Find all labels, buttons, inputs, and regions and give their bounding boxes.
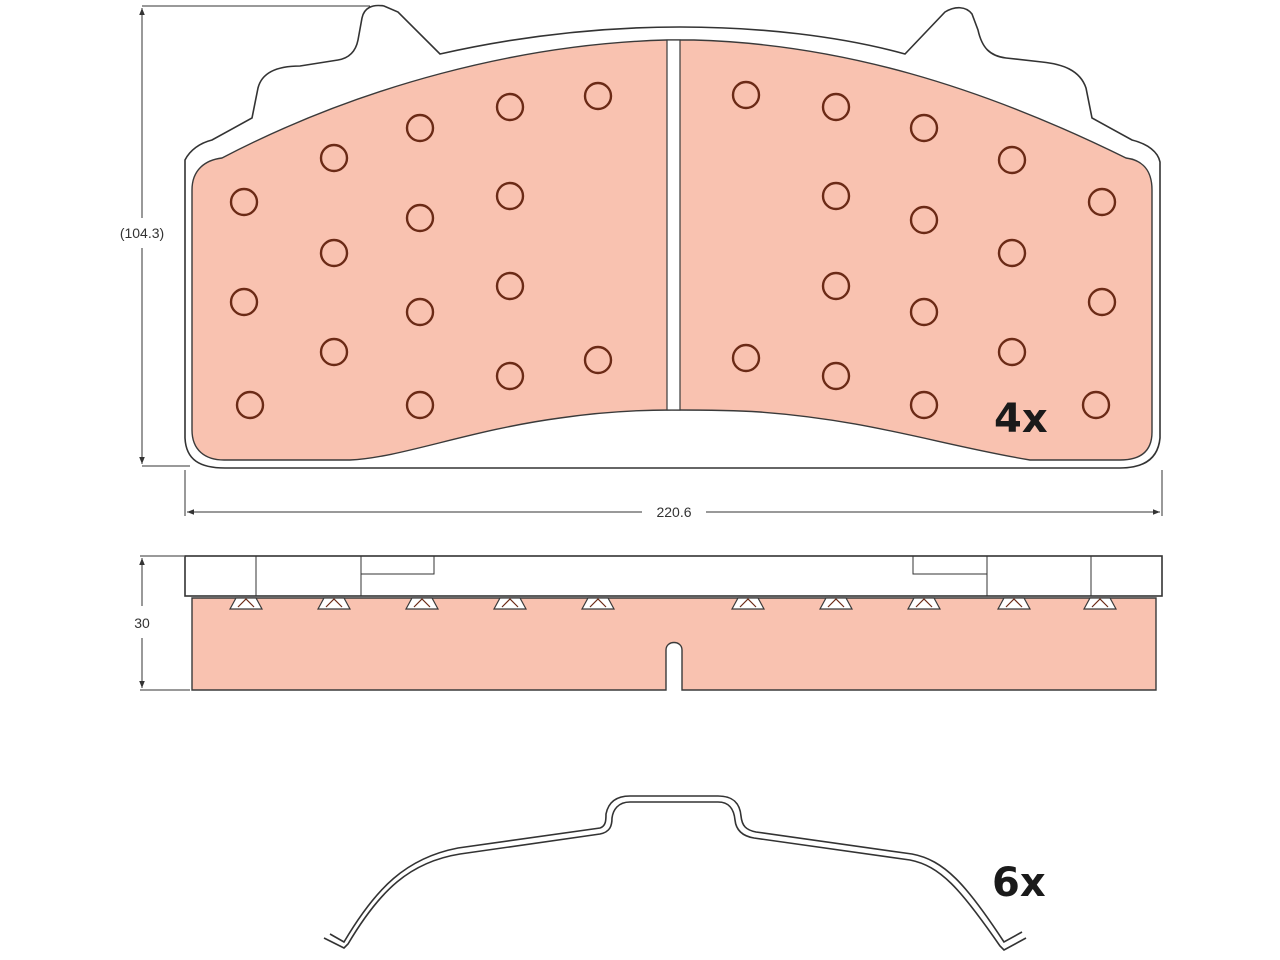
rivet-hole [405,113,435,143]
side-rivet [492,597,528,610]
rivet-hole [997,238,1027,268]
pad-side-view [184,555,1163,691]
rivet-hole [1081,390,1111,420]
height-dimension-label: (104.3) [120,225,164,241]
side-friction-lining [191,597,1157,691]
spring-quantity-label: 6x [992,860,1046,906]
pad-quantity-label: 4x [994,396,1048,442]
side-rivet [580,597,616,610]
rivet-hole [405,203,435,233]
rivet-hole [495,181,525,211]
side-rivet [906,597,942,610]
rivet-hole [495,271,525,301]
rivet-hole [1087,187,1117,217]
rivet-hole [583,81,613,111]
side-backing-plate [184,555,1163,597]
rivet-hole [319,238,349,268]
side-rivet [730,597,766,610]
side-rivet [228,597,264,610]
rivet-hole [997,337,1027,367]
rivet-hole [821,181,851,211]
rivet-hole [405,297,435,327]
rivet-hole [821,271,851,301]
rivet-hole [495,361,525,391]
rivet-hole [909,205,939,235]
side-rivet [1082,597,1118,610]
side-rivet [316,597,352,610]
rivet-hole [731,80,761,110]
rivet-hole [821,92,851,122]
rivet-hole [997,145,1027,175]
side-rivet [404,597,440,610]
rivet-hole [1087,287,1117,317]
rivet-hole [731,343,761,373]
backing-plate-outline [184,4,1161,469]
rivet-hole [405,390,435,420]
spring-clip [323,795,1027,951]
pad-front-view [184,4,1161,469]
rivet-hole [495,92,525,122]
side-rivet [996,597,1032,610]
rivet-hole [909,113,939,143]
rivet-holes [229,80,1117,420]
center-groove [666,39,681,411]
side-rivets [228,597,1118,610]
height-dimension: (104.3) [120,5,370,467]
rivet-hole [583,345,613,375]
rivet-hole [319,337,349,367]
rivet-hole [319,143,349,173]
side-rivet [818,597,854,610]
width-dimension: 220.6 [184,470,1163,520]
thickness-dimension-label: 30 [134,615,150,631]
rivet-hole [229,287,259,317]
rivet-hole [235,390,265,420]
rivet-hole [909,390,939,420]
rivet-hole [909,297,939,327]
rivet-hole [229,187,259,217]
rivet-hole [821,361,851,391]
thickness-dimension: 30 [134,555,190,691]
width-dimension-label: 220.6 [656,504,691,520]
